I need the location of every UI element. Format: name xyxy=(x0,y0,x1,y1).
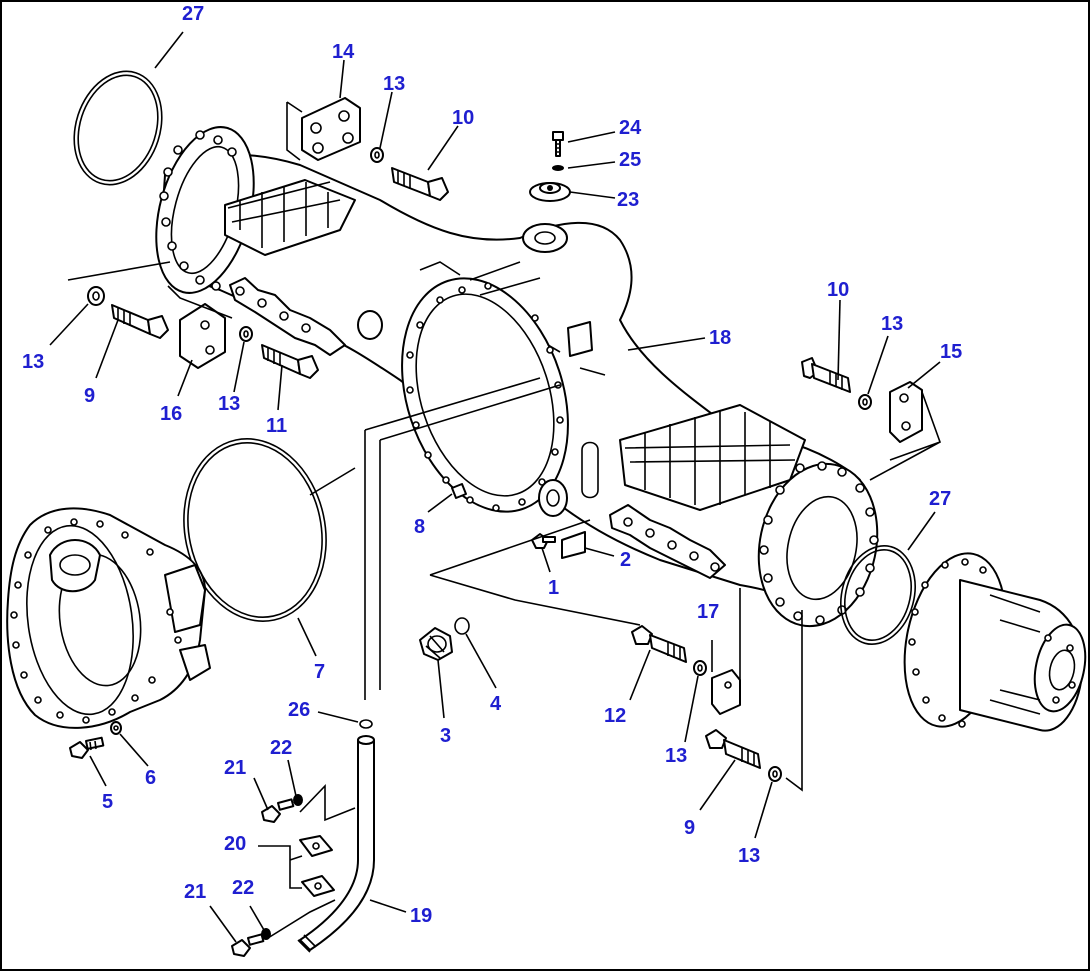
plate-16 xyxy=(179,303,226,369)
callout-21-lower: 21 xyxy=(184,881,206,903)
bolt-12 xyxy=(631,625,687,663)
o-ring-27-top xyxy=(73,70,163,186)
washer-13-mid xyxy=(239,326,253,342)
callout-25: 25 xyxy=(619,149,641,171)
callout-15: 15 xyxy=(940,341,962,363)
final-drive-housing-left xyxy=(6,507,211,729)
callout-13-top: 13 xyxy=(383,73,405,95)
callout-21-upper: 21 xyxy=(224,757,246,779)
leader-center-group xyxy=(429,519,641,626)
callout-14: 14 xyxy=(332,41,355,63)
bolt-11 xyxy=(261,344,319,379)
callout-labels: 27 14 13 10 24 25 23 13 9 16 13 11 18 10… xyxy=(22,3,962,927)
bolt-10-top xyxy=(391,167,449,201)
washer-22-upper xyxy=(293,794,303,806)
cap-23 xyxy=(529,182,571,202)
callout-16: 16 xyxy=(160,403,182,425)
hub-right xyxy=(903,552,1087,732)
breather-tube-19 xyxy=(297,735,375,953)
washer-6 xyxy=(110,721,122,735)
callout-22-upper: 22 xyxy=(270,737,292,759)
washer-13-bottom-right xyxy=(768,610,803,792)
callout-10-right: 10 xyxy=(827,279,849,301)
plate-2 xyxy=(561,531,586,559)
axle-housing xyxy=(155,126,879,628)
washer-13-left xyxy=(87,286,105,306)
bolt-9-left xyxy=(111,304,169,339)
callout-9-left: 9 xyxy=(84,385,95,407)
callout-24: 24 xyxy=(619,117,642,139)
o-ring-27-right xyxy=(840,545,916,645)
callout-7: 7 xyxy=(314,661,325,683)
callout-20: 20 xyxy=(224,833,246,855)
callout-leaders xyxy=(49,31,941,943)
leader-clamp-group xyxy=(258,784,356,939)
o-ring-7 xyxy=(183,438,327,622)
bracket-15 xyxy=(869,381,942,481)
bolt-21-lower xyxy=(231,933,265,957)
bracket-14 xyxy=(286,97,361,161)
callout-27-right: 27 xyxy=(929,488,951,510)
washer-13-right-top xyxy=(858,394,872,410)
callout-5: 5 xyxy=(102,791,113,813)
clamp-20-lower xyxy=(301,875,335,897)
callout-10-top: 10 xyxy=(452,107,474,129)
callout-13-mid: 13 xyxy=(218,393,240,415)
plug-8 xyxy=(451,483,467,499)
o-ring-4 xyxy=(454,617,470,635)
callout-19: 19 xyxy=(410,905,432,927)
leader-breather xyxy=(364,377,561,700)
washer-13-lower xyxy=(693,660,707,676)
callout-23: 23 xyxy=(617,189,639,211)
washer-13-top xyxy=(370,147,384,163)
callout-13-bottom: 13 xyxy=(738,845,760,867)
bolt-21-upper xyxy=(261,798,295,823)
bolt-9-right xyxy=(705,729,761,769)
o-ring-26 xyxy=(359,719,373,729)
callout-18: 18 xyxy=(709,327,731,349)
callout-27-top: 27 xyxy=(182,3,204,25)
callout-13-lower: 13 xyxy=(665,745,687,767)
callout-3: 3 xyxy=(440,725,451,747)
drain-plug-3 xyxy=(419,627,453,661)
callout-22-lower: 22 xyxy=(232,877,254,899)
callout-6: 6 xyxy=(145,767,156,789)
callout-9-right: 9 xyxy=(684,817,695,839)
leader-o-ring-7 xyxy=(309,467,356,496)
clamp-20-upper xyxy=(299,835,333,857)
bolt-1 xyxy=(531,533,556,549)
leader-left-group xyxy=(67,261,233,319)
callout-26: 26 xyxy=(288,699,310,721)
plate-17 xyxy=(711,588,741,715)
bolt-5 xyxy=(69,736,105,759)
callout-13-left: 13 xyxy=(22,351,44,373)
callout-11: 11 xyxy=(266,415,287,437)
bolt-24 xyxy=(552,131,564,157)
bolt-10-right xyxy=(801,357,851,393)
callout-8: 8 xyxy=(414,516,425,538)
callout-17: 17 xyxy=(697,601,719,623)
callout-1: 1 xyxy=(548,577,559,599)
washer-25 xyxy=(552,165,564,171)
callout-4: 4 xyxy=(490,693,502,715)
callout-2: 2 xyxy=(620,549,631,571)
callout-13-right: 13 xyxy=(881,313,903,335)
washer-22-lower xyxy=(261,928,271,940)
callout-12: 12 xyxy=(604,705,626,727)
